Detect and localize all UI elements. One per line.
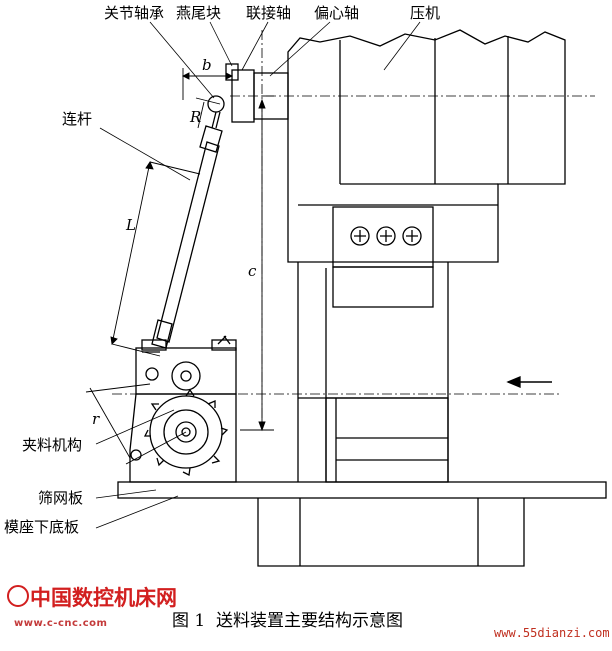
watermark-logo-text: 中国数控机床网 (30, 586, 177, 610)
leader-lines (95, 21, 421, 529)
die-base-plate (257, 498, 525, 567)
dim-R: R (189, 108, 201, 126)
press-ram-block (332, 206, 434, 268)
press-ram-lower (332, 266, 434, 308)
rod-lower-sleeve (151, 319, 173, 349)
clamp-bracket (129, 393, 237, 483)
bolt-1 (350, 226, 370, 246)
dim-c: c (248, 262, 257, 280)
base-plates (117, 481, 607, 567)
clamp-top-roller (171, 361, 201, 391)
leader-clamp (95, 409, 175, 445)
feed-arrow (506, 376, 552, 388)
label-clamping-mechanism: 夹料机构 (22, 436, 82, 454)
label-connecting-shaft: 联接轴 (246, 4, 291, 22)
leader-knuckle-bearing (149, 21, 215, 99)
caption-number: 图 1 (172, 611, 205, 631)
clamping-mechanism (129, 335, 237, 483)
leader-connecting-shaft (241, 21, 269, 71)
clamp-pin-left (145, 367, 159, 381)
clamp-cap-left (141, 339, 167, 351)
bolt-3 (402, 226, 422, 246)
rod-body (156, 141, 220, 343)
feed-roller-hub (175, 421, 197, 443)
label-dovetail-block: 燕尾块 (176, 4, 221, 22)
connecting-rod (151, 95, 225, 349)
rod-upper-sleeve (199, 125, 223, 153)
ram-bolts (350, 226, 422, 246)
eccentric-shaft-assembly (225, 30, 595, 430)
leader-link-rod (99, 127, 191, 181)
leader-screen-plate (95, 489, 157, 499)
bolt-2 (376, 226, 396, 246)
caption-text: 送料装置主要结构示意图 (216, 611, 403, 631)
label-eccentric-shaft: 偏心轴 (314, 4, 359, 22)
watermark-left-url: www.c-cnc.com (14, 618, 107, 629)
pivot-pin (130, 449, 142, 461)
dimension-lines (85, 68, 274, 465)
leader-dovetail (209, 21, 233, 67)
dim-r: r (92, 410, 100, 428)
label-screen-plate: 筛网板 (38, 489, 83, 507)
dovetail-block (225, 63, 239, 81)
clamp-cap-right (211, 339, 237, 351)
dim-L: L (125, 216, 136, 234)
screen-plate (117, 481, 607, 499)
label-link-rod: 连杆 (62, 110, 92, 128)
leader-die-base (95, 495, 179, 529)
watermark-left: 中国数控机床网 www.c-cnc.com (7, 585, 177, 629)
press-lower-column (297, 262, 449, 482)
leader-eccentric-shaft (269, 21, 331, 77)
press-body (287, 29, 566, 483)
label-die-base-plate: 模座下底板 (4, 518, 79, 536)
feed-roller-mid (163, 409, 209, 455)
feed-roller-teeth (143, 388, 229, 476)
press-upper-block (287, 29, 566, 263)
label-knuckle-bearing: 关节轴承 (104, 4, 164, 22)
label-press: 压机 (410, 4, 440, 22)
dim-b: b (202, 56, 212, 74)
watermark-right-url: www.55dianzi.com (494, 626, 610, 640)
die-block (325, 397, 449, 483)
leader-press (383, 21, 421, 71)
knuckle-bearing (207, 95, 225, 113)
logo-globe-icon (7, 585, 29, 607)
